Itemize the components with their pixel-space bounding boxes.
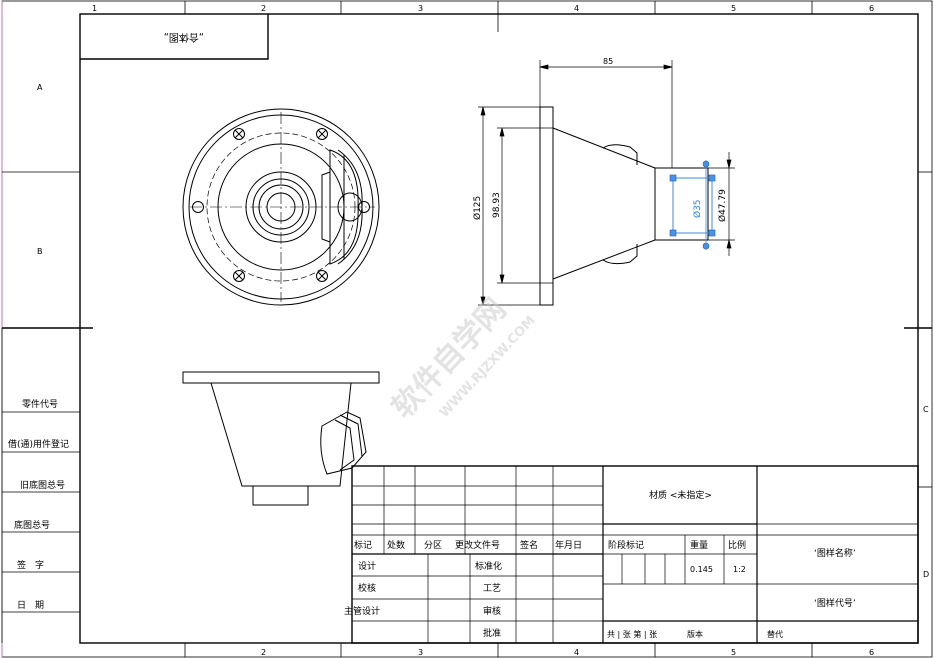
zone-col-2-bottom: 2 xyxy=(261,648,266,657)
dim-outlet-dia: Ø47.79 xyxy=(717,189,728,222)
dim-flange-dia: Ø125 xyxy=(472,196,483,220)
title-block-texts: 标记 处数 分区 更改文件号 签名 年月日 设计 标准化 校核 工艺 主管设计 … xyxy=(344,489,856,639)
tb-replace: 替代 xyxy=(767,629,783,639)
zone-col-4-top: 4 xyxy=(574,4,579,13)
zone-col-3-top: 3 xyxy=(418,4,423,13)
zone-row-a: A xyxy=(37,83,43,92)
tb-scale-value: 1:2 xyxy=(733,565,746,574)
dim-length: 85 xyxy=(603,57,613,66)
tb-weight-label: 重量 xyxy=(690,539,708,551)
zone-col-6-bottom: 6 xyxy=(869,648,874,657)
tb-rev-doc: 更改文件号 xyxy=(455,539,500,551)
tb-chief: 主管设计 xyxy=(344,605,380,617)
tb-drawing-name: ‘图样名称’ xyxy=(814,547,856,559)
zone-labels: 1 2 3 4 5 6 2 3 4 5 6 A B C D xyxy=(37,4,929,657)
zone-col-5-top: 5 xyxy=(731,4,736,13)
side-label-borrowed-part: 借(通)用件登记 xyxy=(8,438,69,450)
zone-col-1-top: 1 xyxy=(92,4,97,13)
tb-rev-mark: 标记 xyxy=(354,539,372,551)
tb-review: 审核 xyxy=(483,605,501,617)
side-label-signature: 签 字 xyxy=(17,559,44,571)
top-view-nozzle xyxy=(321,149,363,265)
side-label-part-code: 零件代号 xyxy=(22,398,58,410)
side-label-base-drawing: 底图总号 xyxy=(14,519,50,531)
tb-rev-sign: 签名 xyxy=(520,539,538,551)
tb-weight-value: 0.145 xyxy=(690,565,713,574)
tb-rev-count: 处数 xyxy=(387,539,405,551)
tb-drawing-code: ‘图样代号’ xyxy=(814,597,856,609)
top-left-title-text: „合体图„ xyxy=(164,31,204,44)
side-label-date: 日 期 xyxy=(17,600,44,611)
tb-check: 校核 xyxy=(358,582,376,594)
zone-row-b: B xyxy=(37,247,43,256)
zone-col-5-bottom: 5 xyxy=(731,648,736,657)
dim-inner-dia: 98.93 xyxy=(492,192,502,218)
side-label-old-drawing: 旧底图总号 xyxy=(20,479,65,491)
side-block xyxy=(1,328,80,643)
tb-approve: 批准 xyxy=(483,627,501,639)
top-view xyxy=(182,108,380,306)
side-view xyxy=(539,106,716,306)
tb-standardize: 标准化 xyxy=(475,560,502,572)
top-left-title-box: „合体图„ xyxy=(80,14,269,60)
tb-scale-label: 比例 xyxy=(728,539,746,551)
lower-side-view xyxy=(182,371,380,506)
tb-process: 工艺 xyxy=(483,583,501,594)
dim-bore-dia[interactable]: Ø35 xyxy=(692,199,703,218)
title-block xyxy=(351,465,919,644)
tb-material: 材质 <未指定> xyxy=(649,489,712,501)
zone-col-3-bottom: 3 xyxy=(418,648,423,657)
bolt-holes xyxy=(192,128,370,282)
side-block-labels: 零件代号 借(通)用件登记 旧底图总号 底图总号 签 字 日 期 xyxy=(8,398,69,611)
watermark: 软件自学网 WWW.RJZXW.COM xyxy=(385,292,538,426)
tb-stage-label: 阶段标记 xyxy=(608,539,644,551)
tb-rev-date: 年月日 xyxy=(555,539,582,551)
zone-row-c: C xyxy=(923,405,929,414)
zone-col-6-top: 6 xyxy=(869,4,874,13)
zone-row-d: D xyxy=(923,570,929,579)
tb-rev-zone: 分区 xyxy=(424,540,442,551)
tb-sheets: 共 | 张 第 | 张 xyxy=(607,629,657,639)
side-view-dimensions xyxy=(478,60,735,306)
zone-col-4-bottom: 4 xyxy=(574,648,579,657)
zone-col-2-top: 2 xyxy=(261,4,266,13)
tb-version: 版本 xyxy=(687,629,703,639)
dimension-texts: 85 Ø125 98.93 Ø35 Ø47.79 xyxy=(472,57,728,222)
tb-design: 设计 xyxy=(358,560,376,572)
